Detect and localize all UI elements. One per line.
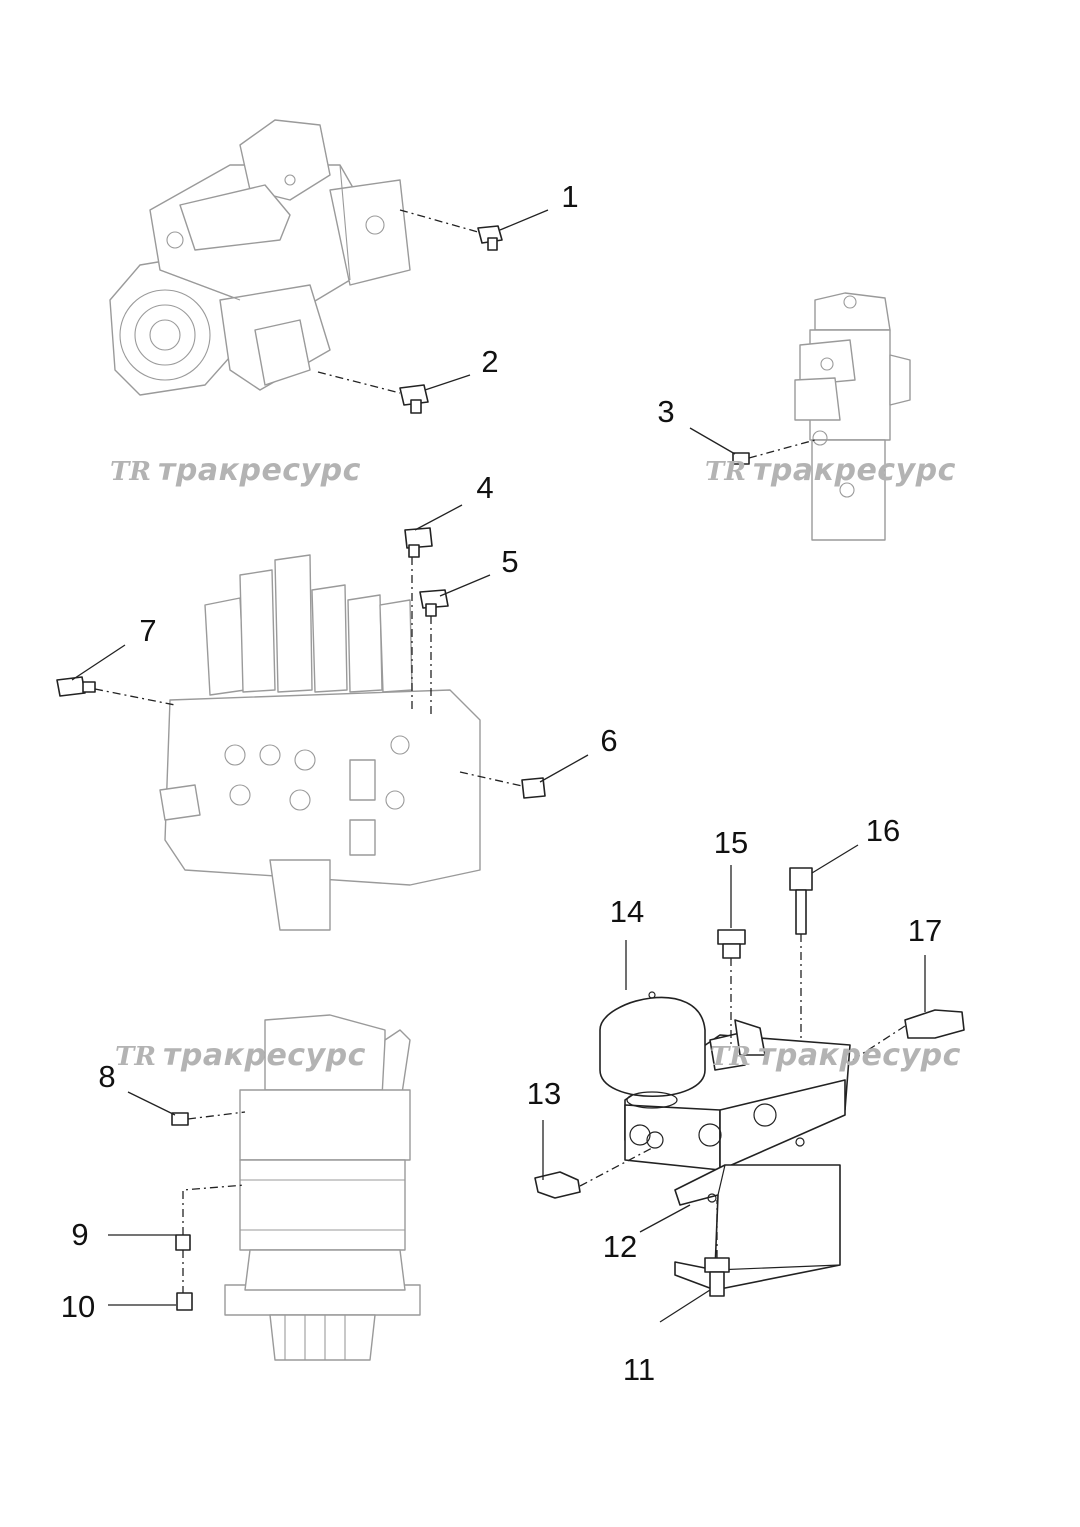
watermark-text: тракресурс: [163, 1038, 366, 1073]
callout-1: 1: [561, 179, 578, 214]
watermark-logo: TR: [115, 1042, 156, 1072]
fitting-9-adapter: [175, 1234, 191, 1251]
fitting-6-elbow: [521, 777, 546, 799]
watermark-4: TR тракресурс: [710, 1038, 961, 1073]
watermark-1: TR тракресурс: [110, 453, 361, 488]
leader-lines: [71, 209, 926, 1323]
watermark-2: TR тракресурс: [705, 453, 956, 488]
assembly-center-lines: [94, 209, 906, 1293]
fitting-1-tee: [477, 225, 503, 251]
watermark-3: TR тракресурс: [115, 1038, 366, 1073]
watermark-logo: TR: [110, 457, 151, 487]
callout-12: 12: [603, 1229, 637, 1264]
callout-3: 3: [657, 394, 674, 429]
bolt-16: [789, 867, 813, 935]
fitting-2-tee: [399, 384, 429, 414]
watermark-text: тракресурс: [758, 1038, 961, 1073]
accumulator: [599, 991, 706, 1109]
callout-labels: 1 2 3 4 5 6 7 8 9 10 11 12 13 14 15 16 1…: [61, 179, 942, 1387]
callout-8: 8: [98, 1059, 115, 1094]
control-valve-assembly: [159, 554, 481, 931]
hydraulic-pump-assembly: [109, 119, 411, 396]
callout-9: 9: [71, 1217, 88, 1252]
fitting-13-tee: [534, 1171, 581, 1199]
callout-13: 13: [527, 1076, 561, 1111]
callout-15: 15: [714, 825, 748, 860]
callout-10: 10: [61, 1289, 95, 1324]
fitting-17-elbow: [904, 1009, 965, 1039]
fitting-7-tee: [56, 676, 96, 697]
fitting-5-tee: [419, 589, 449, 617]
watermark-logo: TR: [705, 457, 746, 487]
fitting-4-tee: [404, 527, 433, 558]
callout-6: 6: [600, 723, 617, 758]
callout-14: 14: [610, 894, 644, 929]
callout-7: 7: [139, 613, 156, 648]
watermark-logo: TR: [710, 1042, 751, 1072]
callout-4: 4: [476, 470, 493, 505]
fitting-15-adapter: [717, 929, 746, 959]
callout-11: 11: [623, 1352, 655, 1387]
fitting-3-adapter: [732, 452, 750, 465]
swing-motor-assembly: [224, 1014, 421, 1361]
fitting-10-elbow: [176, 1292, 193, 1311]
swivel-joint-assembly: [794, 292, 911, 541]
callout-5: 5: [501, 544, 518, 579]
callout-17: 17: [908, 913, 942, 948]
callout-2: 2: [481, 344, 498, 379]
watermark-text: тракресурс: [753, 453, 956, 488]
callout-16: 16: [866, 813, 900, 848]
watermark-text: тракресурс: [158, 453, 361, 488]
